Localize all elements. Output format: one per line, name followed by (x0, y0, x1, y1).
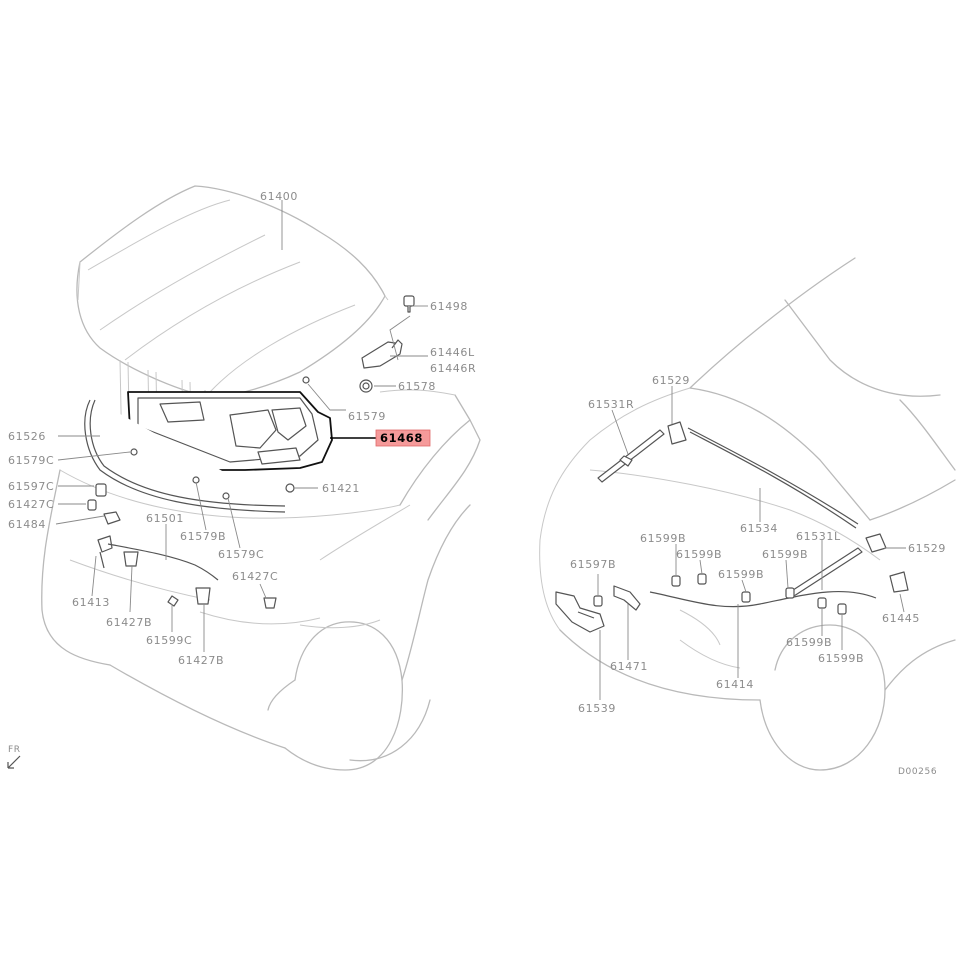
bumper-61427b-a (123, 551, 139, 567)
bolt-61498 (403, 295, 415, 313)
label-61471: 61471 (610, 660, 648, 673)
label-61599b-d: 61599B (718, 568, 764, 581)
label-61599c: 61599C (146, 634, 192, 647)
cable-61501 (107, 543, 219, 581)
bumper-61427c (87, 499, 97, 511)
label-61501: 61501 (146, 512, 184, 525)
label-61539: 61539 (578, 702, 616, 715)
label-61468: 61468 (380, 431, 423, 445)
label-61400: 61400 (260, 190, 298, 203)
seal-61534 (687, 427, 859, 529)
cowl-seal-61531r (597, 429, 665, 483)
label-61526: 61526 (8, 430, 46, 443)
label-61599b-e: 61599B (786, 636, 832, 649)
lever-61471 (613, 585, 641, 611)
label-61599b-a: 61599B (640, 532, 686, 545)
clip-61579 (302, 376, 310, 384)
weatherstrip-61526 (84, 399, 286, 513)
label-61529-b: 61529 (908, 542, 946, 555)
label-61599b-f: 61599B (818, 652, 864, 665)
clip-61421 (285, 483, 295, 493)
label-61529-a: 61529 (652, 374, 690, 387)
label-61498: 61498 (430, 300, 468, 313)
right-car-body (539, 257, 956, 771)
clip-61599b-a (671, 575, 681, 587)
bumper-61597c (95, 483, 107, 497)
label-61579b: 61579B (180, 530, 226, 543)
front-arrow-icon (7, 755, 21, 769)
left-car-body (41, 389, 481, 771)
clip-61578 (359, 379, 373, 393)
label-61531l: 61531L (796, 530, 841, 543)
clip-61599b-d (785, 587, 795, 599)
clip-61599b-c (741, 591, 751, 603)
bumper-61427b-b (195, 587, 211, 605)
label-61446l: 61446L (430, 346, 475, 359)
label-61579: 61579 (348, 410, 386, 423)
bumper-61597b (593, 595, 603, 607)
label-61484: 61484 (8, 518, 46, 531)
clip-61599b-e (817, 597, 827, 609)
label-61599b-b: 61599B (676, 548, 722, 561)
label-61531r: 61531R (588, 398, 634, 411)
label-61413: 61413 (72, 596, 110, 609)
bracket-61529-b (865, 533, 887, 553)
bracket-61529-a (667, 421, 687, 445)
bumper-61427c-b (263, 597, 277, 609)
label-61427b-a: 61427B (106, 616, 152, 629)
latch-61413 (97, 535, 113, 569)
left-labels: 61400 61498 61446L 61446R 61578 61579 61… (8, 190, 476, 667)
highlight-box-61468 (375, 429, 431, 447)
label-61599b-c: 61599B (762, 548, 808, 561)
label-61578: 61578 (398, 380, 436, 393)
label-61427c-b: 61427C (232, 570, 278, 583)
right-leader-lines (597, 386, 906, 700)
clip-61579c-b (222, 492, 230, 500)
front-label: FR (8, 745, 21, 755)
label-61579c-b: 61579C (218, 548, 264, 561)
drawing-code: D00256 (898, 767, 937, 777)
left-hood-view: 61400 61498 61446L 61446R 61578 61579 61… (8, 185, 481, 771)
clip-61599b-b (697, 573, 707, 585)
clip-61599b-f (837, 603, 847, 615)
clip-61579c (130, 448, 138, 456)
hood-panel (76, 185, 389, 399)
label-61427b-b: 61427B (178, 654, 224, 667)
label-61597b: 61597B (570, 558, 616, 571)
label-61534: 61534 (740, 522, 778, 535)
clip-61599c (167, 595, 179, 607)
cable-61414 (649, 590, 877, 608)
front-direction-marker: FR (7, 745, 21, 769)
label-61421: 61421 (322, 482, 360, 495)
label-61414: 61414 (716, 678, 754, 691)
label-61597c: 61597C (8, 480, 54, 493)
bracket-61445 (889, 571, 909, 593)
label-61446r: 61446R (430, 362, 476, 375)
latch-61539 (555, 591, 605, 633)
label-61445: 61445 (882, 612, 920, 625)
label-61579c-a: 61579C (8, 454, 54, 467)
right-cowl-view: 61529 61531R 61534 61531L 61529 61599B 6… (539, 257, 956, 771)
right-labels: 61529 61531R 61534 61531L 61529 61599B 6… (570, 374, 946, 715)
bracket-61484 (103, 511, 121, 525)
left-leader-lines (55, 200, 428, 652)
label-61427c-a: 61427C (8, 498, 54, 511)
